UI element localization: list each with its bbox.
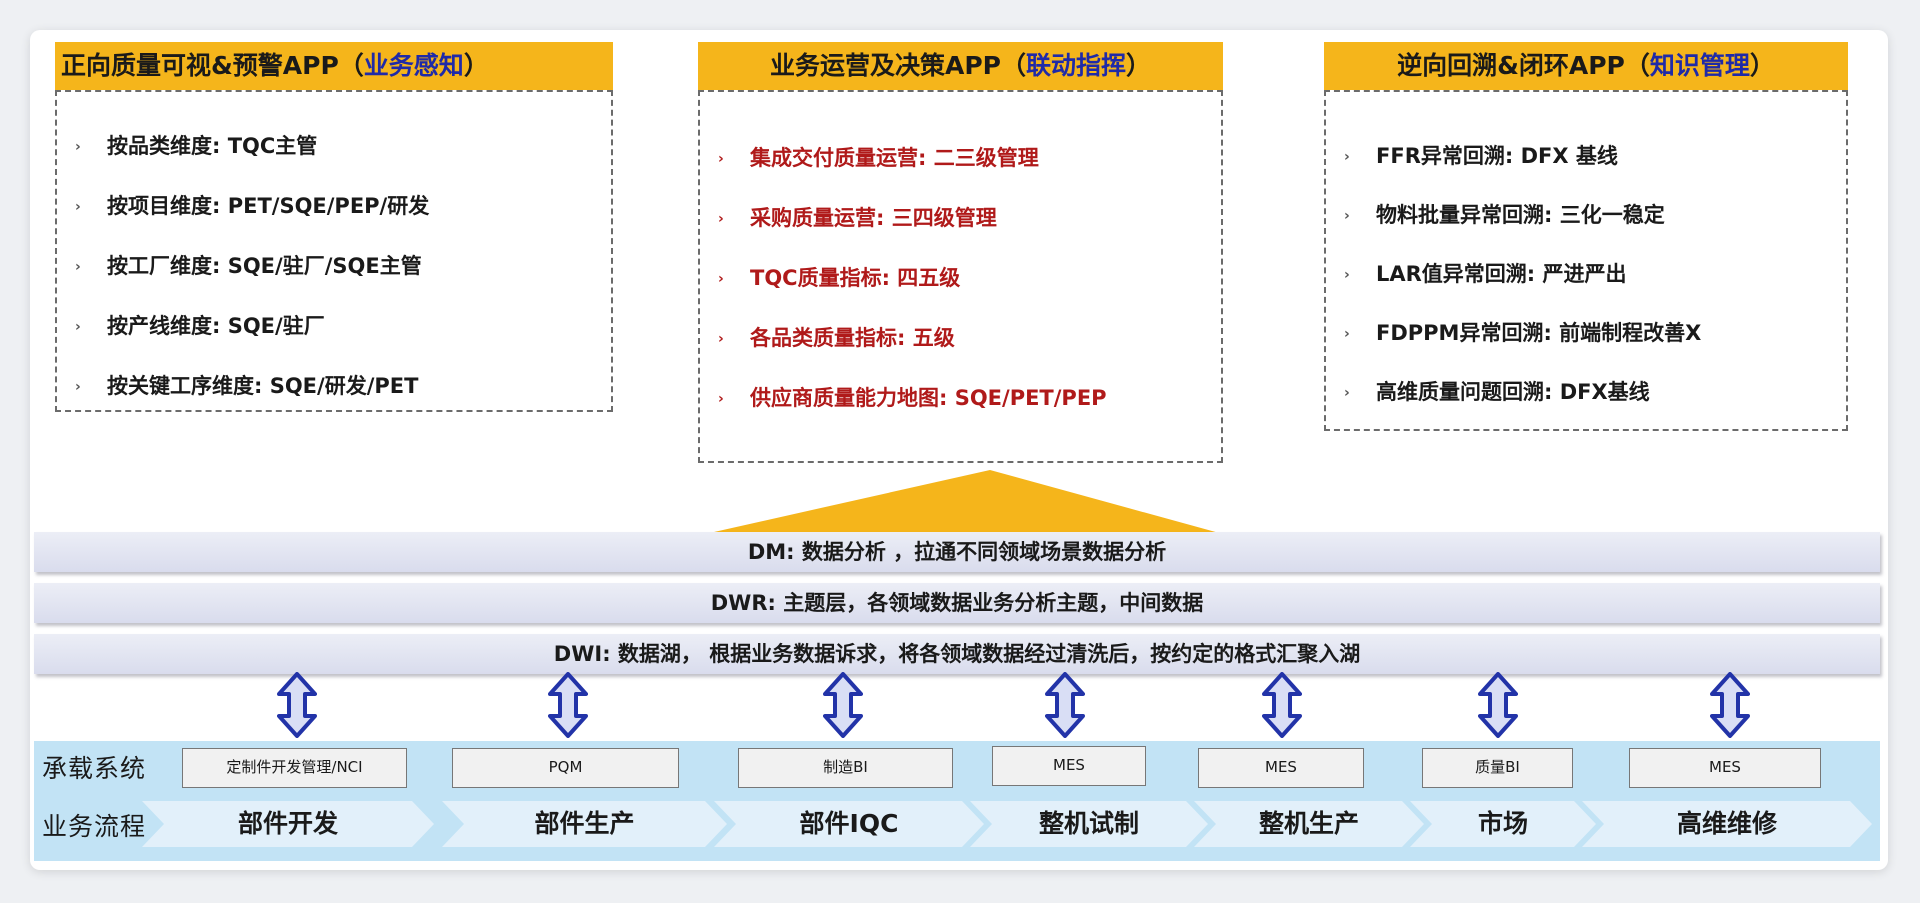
double-arrow-icon — [1710, 672, 1750, 738]
double-arrow-icon — [1478, 672, 1518, 738]
row-label-process: 业务流程 — [42, 812, 147, 841]
system-box: 制造BI — [738, 748, 953, 788]
process-step: 部件开发 — [142, 801, 434, 847]
panel-title-operations: 业务运营及决策APP（联动指挥） — [698, 42, 1223, 90]
bullet-icon: › — [718, 271, 724, 287]
panel-item: ›按产线维度: SQE/驻厂 — [75, 314, 325, 338]
bullet-icon: › — [718, 391, 724, 407]
bullet-icon: › — [718, 211, 724, 227]
panel-item: ›按品类维度: TQC主管 — [75, 134, 318, 158]
layer-dwi: DWI: 数据湖， 根据业务数据诉求，将各领域数据经过清洗后，按约定的格式汇聚入… — [34, 634, 1880, 674]
double-arrow-icon — [277, 672, 317, 738]
panel-title-end: ） — [1749, 51, 1775, 80]
bullet-icon: › — [75, 319, 81, 335]
process-step: 市场 — [1410, 801, 1596, 847]
panel-item: ›高维质量问题回溯: DFX基线 — [1344, 380, 1650, 404]
panel-title-highlight: 联动指挥 — [1025, 51, 1126, 80]
bottom-band: 承载系统 业务流程 定制件开发管理/NCI PQM 制造BI MES MES 质… — [34, 741, 1880, 861]
bullet-icon: › — [718, 331, 724, 347]
panel-item: ›按工厂维度: SQE/驻厂/SQE主管 — [75, 254, 422, 278]
panel-business-operations: ›集成交付质量运营: 二三级管理 ›采购质量运营: 三四级管理 ›TQC质量指标… — [698, 90, 1223, 463]
bullet-icon: › — [718, 151, 724, 167]
panel-title-reverse: 逆向回溯&闭环APP（知识管理） — [1324, 42, 1848, 90]
panel-item: ›TQC质量指标: 四五级 — [718, 266, 961, 290]
panel-item: ›物料批量异常回溯: 三化一稳定 — [1344, 203, 1665, 227]
panel-reverse-traceback: ›FFR异常回溯: DFX 基线 ›物料批量异常回溯: 三化一稳定 ›LAR值异… — [1324, 90, 1848, 431]
bullet-icon: › — [75, 259, 81, 275]
process-step: 部件生产 — [442, 801, 727, 847]
system-box: PQM — [452, 748, 679, 788]
bullet-icon: › — [1344, 326, 1350, 342]
process-step: 整机试制 — [970, 801, 1208, 847]
double-arrow-icon — [823, 672, 863, 738]
panel-item: ›集成交付质量运营: 二三级管理 — [718, 146, 1039, 170]
layer-dm: DM: 数据分析 ，拉通不同领域场景数据分析 — [34, 532, 1880, 572]
system-box: MES — [1629, 748, 1821, 788]
panel-item: ›按关键工序维度: SQE/研发/PET — [75, 374, 419, 398]
panel-item: ›各品类质量指标: 五级 — [718, 326, 955, 350]
panel-item: ›供应商质量能力地图: SQE/PET/PEP — [718, 386, 1107, 410]
row-label-systems: 承载系统 — [42, 754, 147, 783]
panel-title-text: 业务运营及决策APP（ — [769, 51, 1026, 80]
bullet-icon: › — [1344, 149, 1350, 165]
double-arrow-icon — [548, 672, 588, 738]
process-step: 整机生产 — [1194, 801, 1424, 847]
panel-title-end: ） — [1126, 51, 1152, 80]
system-box: 质量BI — [1422, 748, 1573, 788]
panel-item: ›FFR异常回溯: DFX 基线 — [1344, 144, 1618, 168]
bullet-icon: › — [1344, 385, 1350, 401]
bullet-icon: › — [1344, 208, 1350, 224]
panel-title-highlight: 知识管理 — [1649, 51, 1750, 80]
panel-title-end: ） — [463, 51, 489, 80]
panel-title-highlight: 业务感知 — [363, 51, 464, 80]
panel-item: ›FDPPM异常回溯: 前端制程改善X — [1344, 321, 1702, 345]
panel-item: ›采购质量运营: 三四级管理 — [718, 206, 997, 230]
bullet-icon: › — [75, 139, 81, 155]
panel-title-forward: 正向质量可视&预警APP（业务感知） — [55, 42, 613, 90]
double-arrow-icon — [1262, 672, 1302, 738]
process-step: 部件IQC — [714, 801, 984, 847]
process-step: 高维维修 — [1582, 801, 1872, 847]
panel-title-text: 正向质量可视&预警APP（ — [61, 51, 364, 80]
panel-item: ›按项目维度: PET/SQE/PEP/研发 — [75, 194, 430, 218]
bullet-icon: › — [1344, 267, 1350, 283]
bullet-icon: › — [75, 379, 81, 395]
panel-title-text: 逆向回溯&闭环APP（ — [1397, 51, 1650, 80]
panel-forward-quality: ›按品类维度: TQC主管 ›按项目维度: PET/SQE/PEP/研发 ›按工… — [55, 90, 613, 412]
system-box: MES — [1198, 748, 1364, 788]
system-box: MES — [992, 746, 1146, 786]
panel-item: ›LAR值异常回溯: 严进严出 — [1344, 262, 1627, 286]
system-box: 定制件开发管理/NCI — [182, 748, 407, 788]
bullet-icon: › — [75, 199, 81, 215]
double-arrow-icon — [1045, 672, 1085, 738]
slide: 正向质量可视&预警APP（业务感知） ›按品类维度: TQC主管 ›按项目维度:… — [30, 30, 1888, 870]
layer-dwr: DWR: 主题层，各领域数据业务分析主题，中间数据 — [34, 583, 1880, 623]
